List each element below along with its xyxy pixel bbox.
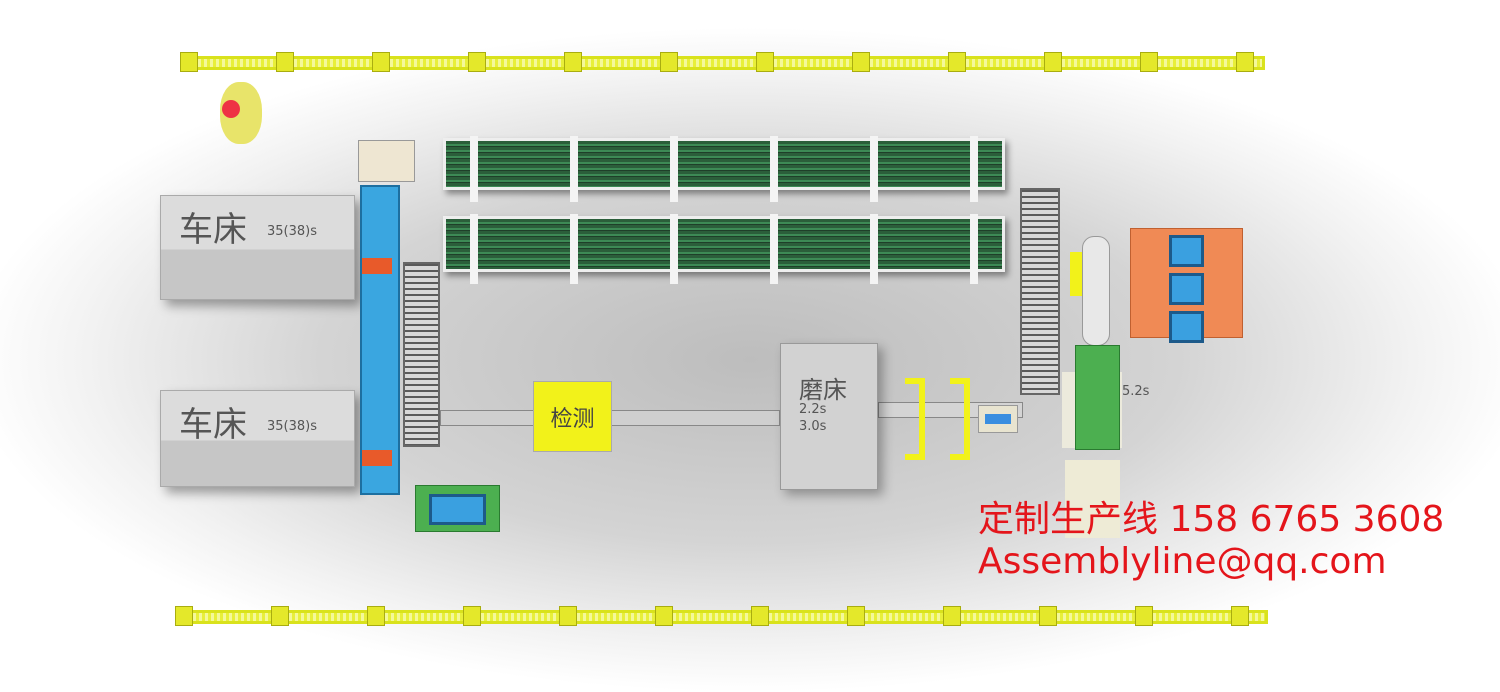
rack-support (470, 136, 478, 202)
lathe-cycle-time: 35(38)s (267, 419, 318, 434)
storage-rack-top (443, 138, 1005, 190)
right-vertical-conveyor (1020, 188, 1060, 395)
rack-support (570, 136, 578, 202)
lathe-1: 车床 35(38)s (160, 195, 355, 300)
assembly-cycle-time: 5.2s (1122, 384, 1150, 399)
contact-phone: 定制生产线 158 6765 3608 (978, 499, 1445, 540)
fence-post (463, 606, 481, 626)
operator-helmet (222, 100, 240, 118)
transfer-clamp (362, 450, 392, 466)
bottom-safety-fence (175, 610, 1268, 624)
fence-post (175, 606, 193, 626)
rack-support (970, 214, 978, 284)
blue-transfer-conveyor (360, 185, 400, 495)
fence-post (1236, 52, 1254, 72)
fence-post (1231, 606, 1249, 626)
yellow-fixture (905, 378, 925, 460)
grinder-time-1: 2.2s (799, 402, 827, 417)
fence-post (468, 52, 486, 72)
lathe-2: 车床 35(38)s (160, 390, 355, 487)
fence-post (655, 606, 673, 626)
fence-post (943, 606, 961, 626)
fence-post (1140, 52, 1158, 72)
fence-post (271, 606, 289, 626)
fence-post (751, 606, 769, 626)
fence-post (1039, 606, 1057, 626)
fence-post (756, 52, 774, 72)
grinder-time-2: 3.0s (799, 419, 827, 434)
blue-bin (1169, 235, 1204, 267)
rack-support (470, 214, 478, 284)
blue-bin (1169, 273, 1204, 305)
fence-post (367, 606, 385, 626)
fence-post (372, 52, 390, 72)
robot-arm (1082, 236, 1110, 346)
grinder: 磨床 2.2s 3.0s (780, 343, 878, 490)
lathe-label: 车床 (179, 210, 247, 250)
grinder-label: 磨床 (799, 376, 847, 404)
blue-part-fixture (978, 405, 1018, 433)
rack-support (970, 136, 978, 202)
input-tray (415, 485, 500, 532)
fence-post (1135, 606, 1153, 626)
contact-email: Assemblyline@qq.com (978, 541, 1387, 582)
rack-support (870, 214, 878, 284)
rack-support (570, 214, 578, 284)
lathe-cycle-time: 35(38)s (267, 224, 318, 239)
lathe-label: 车床 (179, 405, 247, 445)
fence-post (847, 606, 865, 626)
fence-post (948, 52, 966, 72)
loading-gantry (358, 140, 415, 182)
blue-bin (1169, 311, 1204, 343)
left-vertical-conveyor (403, 262, 440, 447)
fence-post (852, 52, 870, 72)
inspection-station: 检测 (533, 381, 612, 452)
transfer-clamp (362, 258, 392, 274)
fence-post (564, 52, 582, 72)
rack-support (770, 214, 778, 284)
rack-support (770, 136, 778, 202)
fence-post (276, 52, 294, 72)
rack-support (670, 214, 678, 284)
fence-post (559, 606, 577, 626)
output-pallet (1130, 228, 1243, 343)
storage-rack-bottom (443, 216, 1005, 272)
top-safety-fence (180, 56, 1265, 70)
yellow-fixture (950, 378, 970, 460)
fence-post (180, 52, 198, 72)
assembly-machine (1075, 345, 1120, 450)
output-table (1065, 460, 1120, 538)
fence-post (1044, 52, 1062, 72)
rack-support (870, 136, 878, 202)
fence-post (660, 52, 678, 72)
rack-support (670, 136, 678, 202)
